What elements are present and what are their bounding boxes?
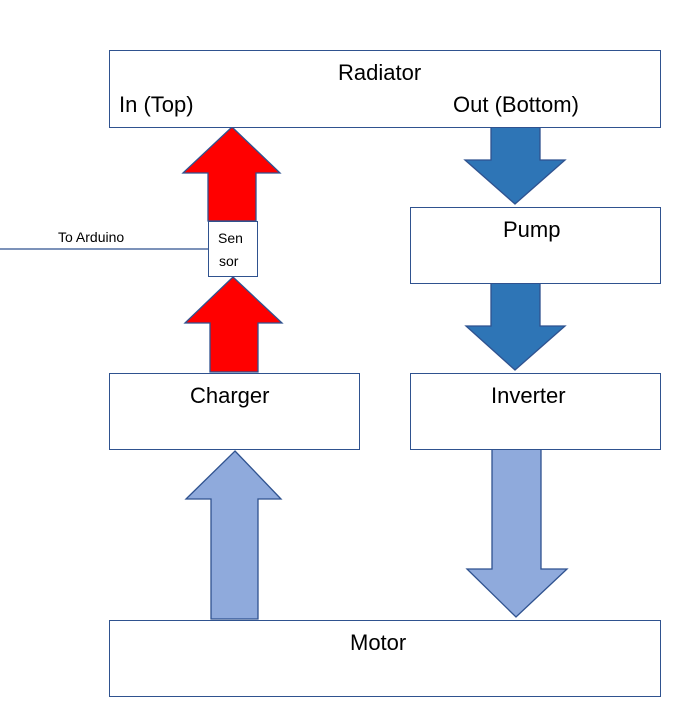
to-arduino-label: To Arduino: [58, 229, 125, 245]
arrow-motor-to-charger: [184, 450, 283, 620]
inverter-box: [410, 373, 661, 450]
arrow-radiator-to-pump: [463, 126, 567, 205]
sensor-label-line2: sor: [219, 253, 239, 269]
pump-box: [410, 207, 661, 284]
radiator-box: [109, 50, 661, 128]
arrow-sensor-to-radiator: [181, 126, 282, 222]
charger-box: [109, 373, 360, 450]
motor-label: Motor: [350, 630, 407, 655]
charger-label: Charger: [190, 383, 270, 408]
arrow-inverter-to-motor: [465, 446, 569, 618]
radiator-in-label: In (Top): [119, 92, 194, 117]
pump-label: Pump: [503, 217, 561, 242]
arrow-charger-to-sensor: [183, 276, 284, 373]
motor-box: [109, 620, 661, 697]
radiator-out-label: Out (Bottom): [453, 92, 579, 117]
radiator-label: Radiator: [338, 60, 422, 85]
inverter-label: Inverter: [491, 383, 566, 408]
sensor-label-line1: Sen: [218, 230, 243, 246]
sensor-box: [208, 221, 258, 277]
arrow-pump-to-inverter: [464, 282, 567, 371]
